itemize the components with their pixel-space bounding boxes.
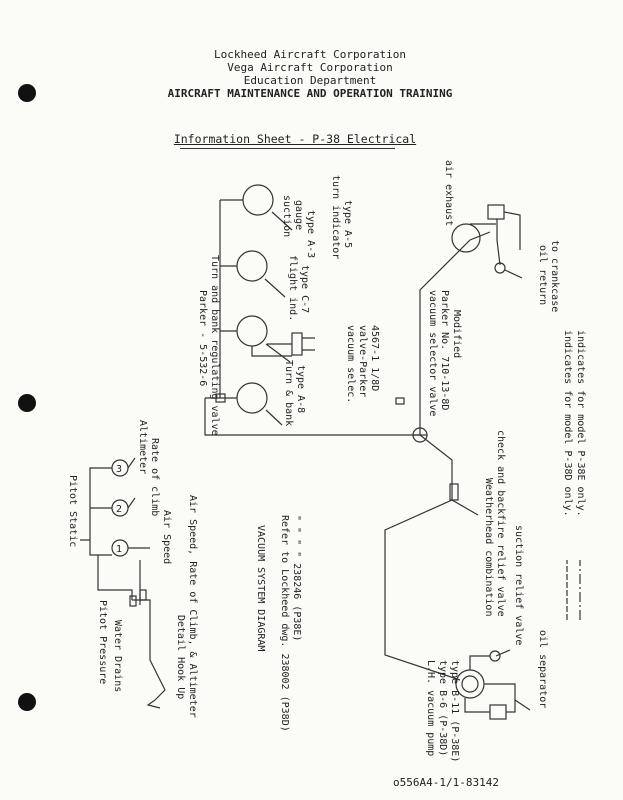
- weatherhead-check-valve: [449, 483, 459, 501]
- document-number: o556A4-1/1-83142: [393, 776, 499, 789]
- label-pump-2: type B-6 (P-38D): [437, 660, 448, 756]
- header-line-2: Vega Aircraft Corporation: [227, 61, 393, 74]
- label-turn-bank-valve: Turn and bank regulating valve: [209, 255, 220, 436]
- turn-indicator-gauge: [236, 315, 268, 347]
- label-turn-indicator-2: type A-5: [342, 200, 353, 248]
- label-suction-relief: suction relief valve: [513, 525, 524, 645]
- reference-line-2: " " " " 238246 (P38E): [291, 515, 302, 641]
- label-flight-ind: flight ind.: [287, 255, 298, 321]
- label-pump: L.H. vacuum pump: [425, 660, 436, 756]
- gauge-number-3: 3: [116, 464, 122, 475]
- suction-gauge: [242, 184, 274, 216]
- label-flight-ind-2: type C-7: [299, 265, 310, 313]
- binder-hole-bottom: [18, 693, 36, 711]
- flight-indicator-gauge: [236, 250, 268, 282]
- label-turn-bank: Turn & bank: [283, 360, 294, 426]
- label-oil-return: oil return: [537, 245, 548, 305]
- pitot-static-line: [80, 457, 150, 556]
- label-weatherhead-2: check and backfire relief valve: [495, 430, 506, 617]
- sheet-subtitle: Information Sheet - P-38 Electrical: [173, 132, 417, 146]
- label-vac-selector-valve: vacuum selector valve: [427, 290, 438, 416]
- gauge-number-1: 1: [116, 544, 122, 555]
- binder-hole-top: [18, 84, 36, 102]
- turn-and-bank-gauge: [236, 382, 268, 414]
- water-drain-1: [129, 595, 137, 607]
- label-turn-bank-2: type A-8: [295, 365, 306, 413]
- water-drain-2: [139, 589, 147, 601]
- header-line-3: Education Department: [243, 74, 377, 87]
- label-vacuum-selec-3: 4567-1 1/8D: [369, 325, 380, 391]
- label-oil-separator: oil separator: [537, 630, 548, 708]
- reference-line-1: Refer to Lockheed dwg. 238002 (P38D): [279, 515, 290, 732]
- label-pitot-pressure: Pitot Pressure: [97, 600, 108, 684]
- instrument-manifold: [219, 199, 243, 399]
- label-weatherhead: Weatherhead combination: [483, 478, 494, 616]
- label-turn-indicator: turn indicator: [330, 175, 341, 259]
- label-vacuum-selec-2: valve-Parker: [357, 325, 368, 397]
- suction-relief-fitting: [489, 650, 501, 662]
- diagram-title: VACUUM SYSTEM DIAGRAM: [255, 525, 266, 651]
- label-air-speed: Air Speed: [161, 510, 172, 564]
- label-detail-hookup: Detail Hook Up: [175, 615, 186, 699]
- label-vacuum-selec: vacuum selec.: [345, 325, 356, 403]
- binder-hole-middle: [18, 394, 36, 412]
- label-water-drains: Water Drains: [112, 620, 123, 692]
- label-suction-gauge-2: gauge: [293, 200, 304, 230]
- label-suction-gauge-3: type A-3: [305, 210, 316, 258]
- oil-separator-top: [451, 223, 481, 253]
- subtitle-underline: [180, 148, 395, 149]
- header-line-4: AIRCRAFT MAINTENANCE AND OPERATION TRAIN…: [167, 87, 453, 100]
- label-suction-gauge: suction: [281, 195, 292, 237]
- label-rate-of-climb: Rate of climb: [149, 438, 160, 516]
- gauge-leaders: [264, 211, 293, 426]
- gauge-number-2: 2: [116, 504, 122, 515]
- label-oil-return-2: to crankcase: [549, 240, 560, 312]
- exhaust-box: [487, 204, 505, 220]
- label-detail-hookup-2: Air Speed, Rate of Climb, & Altimeter: [187, 495, 198, 718]
- label-vac-selector-valve-3: Modified: [451, 310, 462, 358]
- label-legend-2: indicates for model P-38E only.: [575, 330, 586, 517]
- label-altimeter: Altimeter: [137, 420, 148, 474]
- header-line-1: Lockheed Aircraft Corporation: [213, 48, 407, 61]
- label-turn-bank-valve-2: Parker - 5-532-6: [197, 290, 208, 386]
- label-air-exhaust: air exhaust: [443, 160, 454, 226]
- oil-return-fitting: [494, 262, 506, 274]
- label-legend-1: indicates for model P-38D only.: [562, 330, 573, 517]
- label-pitot-static: Pitot Static: [67, 475, 78, 547]
- vacuum-selector-valve-parker: [291, 332, 303, 356]
- oil-separator-box: [489, 704, 507, 720]
- label-vac-selector-valve-2: Parker No. 710-13-8D: [439, 290, 450, 410]
- label-pump-3: type B-11 (P-38E): [449, 660, 460, 762]
